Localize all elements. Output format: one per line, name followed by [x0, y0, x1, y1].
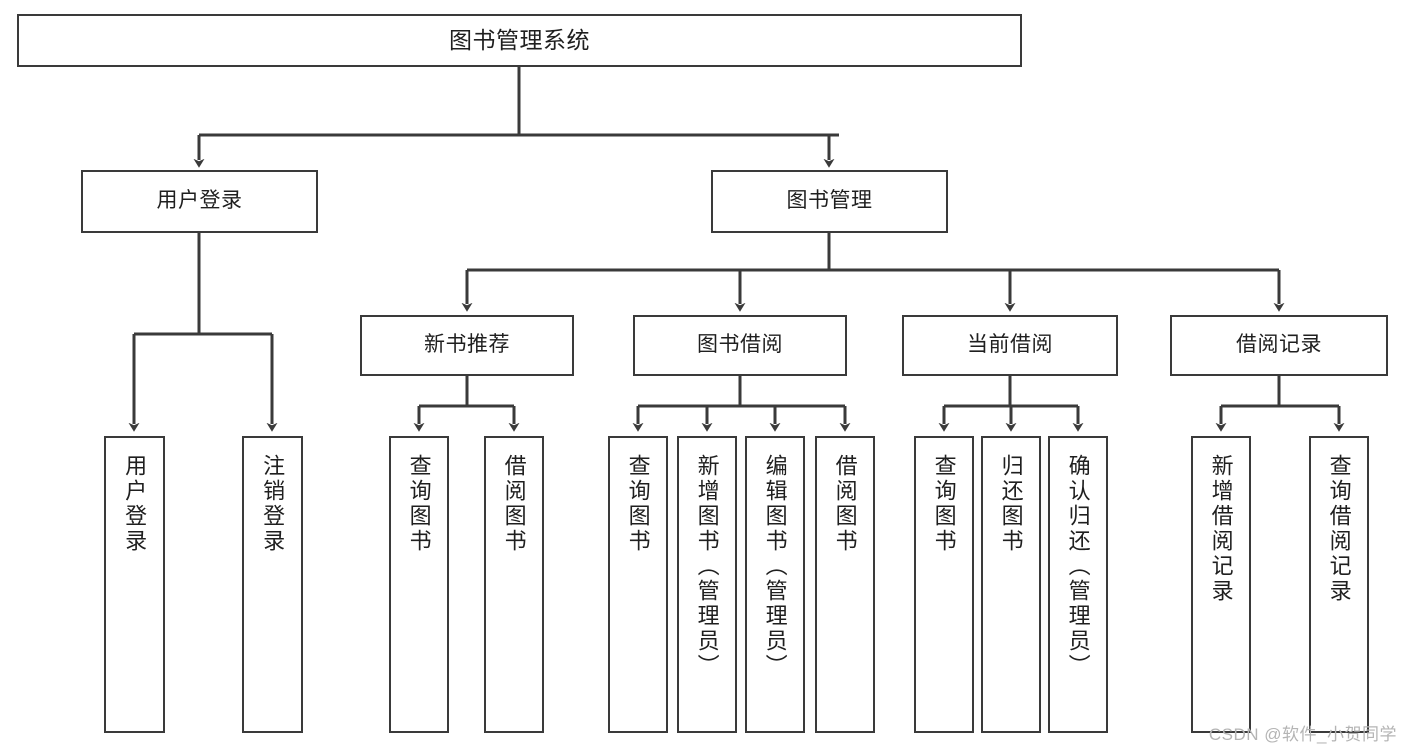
leaf-borrow-borrow-book[interactable]: 借阅图书: [815, 436, 875, 733]
node-book-borrow-label: 图书借阅: [697, 333, 783, 357]
leaf-label: 注销登录: [260, 454, 286, 554]
leaf-recommend-borrow-book[interactable]: 借阅图书: [484, 436, 544, 733]
leaf-label: 归还图书: [998, 454, 1024, 554]
leaf-label: 查询借阅记录: [1326, 454, 1352, 604]
leaf-label: 借阅图书: [501, 454, 527, 554]
leaf-user-login-login[interactable]: 用户登录: [104, 436, 165, 733]
leaf-borrow-add-book-admin[interactable]: 新增图书（管理员）: [677, 436, 737, 733]
node-current-borrow[interactable]: 当前借阅: [902, 315, 1118, 376]
leaf-recommend-query-book[interactable]: 查询图书: [389, 436, 449, 733]
node-borrow-record[interactable]: 借阅记录: [1170, 315, 1388, 376]
leaf-borrow-query-book[interactable]: 查询图书: [608, 436, 668, 733]
leaf-label: 确认归还（管理员）: [1065, 454, 1091, 679]
node-book-management-label: 图书管理: [786, 189, 873, 213]
node-root[interactable]: 图书管理系统: [17, 14, 1022, 67]
leaf-label: 用户登录: [122, 454, 148, 554]
leaf-label: 新增借阅记录: [1208, 454, 1234, 604]
leaf-current-confirm-return-admin[interactable]: 确认归还（管理员）: [1048, 436, 1108, 733]
node-current-borrow-label: 当前借阅: [967, 333, 1053, 357]
leaf-label: 编辑图书（管理员）: [762, 454, 788, 679]
node-new-book-recommend[interactable]: 新书推荐: [360, 315, 574, 376]
node-book-management[interactable]: 图书管理: [711, 170, 948, 233]
leaf-record-add-record[interactable]: 新增借阅记录: [1191, 436, 1251, 733]
node-new-book-recommend-label: 新书推荐: [424, 333, 510, 357]
leaf-label: 查询图书: [931, 454, 957, 554]
node-borrow-record-label: 借阅记录: [1236, 333, 1322, 357]
leaf-label: 查询图书: [625, 454, 651, 554]
leaf-user-login-logout[interactable]: 注销登录: [242, 436, 303, 733]
leaf-borrow-edit-book-admin[interactable]: 编辑图书（管理员）: [745, 436, 805, 733]
leaf-current-query-book[interactable]: 查询图书: [914, 436, 974, 733]
node-root-label: 图书管理系统: [449, 26, 590, 53]
node-user-login-label: 用户登录: [156, 189, 243, 213]
watermark: CSDN @软件_小贺同学: [1208, 725, 1397, 744]
leaf-current-return-book[interactable]: 归还图书: [981, 436, 1041, 733]
leaf-label: 查询图书: [406, 454, 432, 554]
leaf-label: 新增图书（管理员）: [694, 454, 720, 679]
node-book-borrow[interactable]: 图书借阅: [633, 315, 847, 376]
node-user-login[interactable]: 用户登录: [81, 170, 318, 233]
leaf-record-query-record[interactable]: 查询借阅记录: [1309, 436, 1369, 733]
leaf-label: 借阅图书: [832, 454, 858, 554]
